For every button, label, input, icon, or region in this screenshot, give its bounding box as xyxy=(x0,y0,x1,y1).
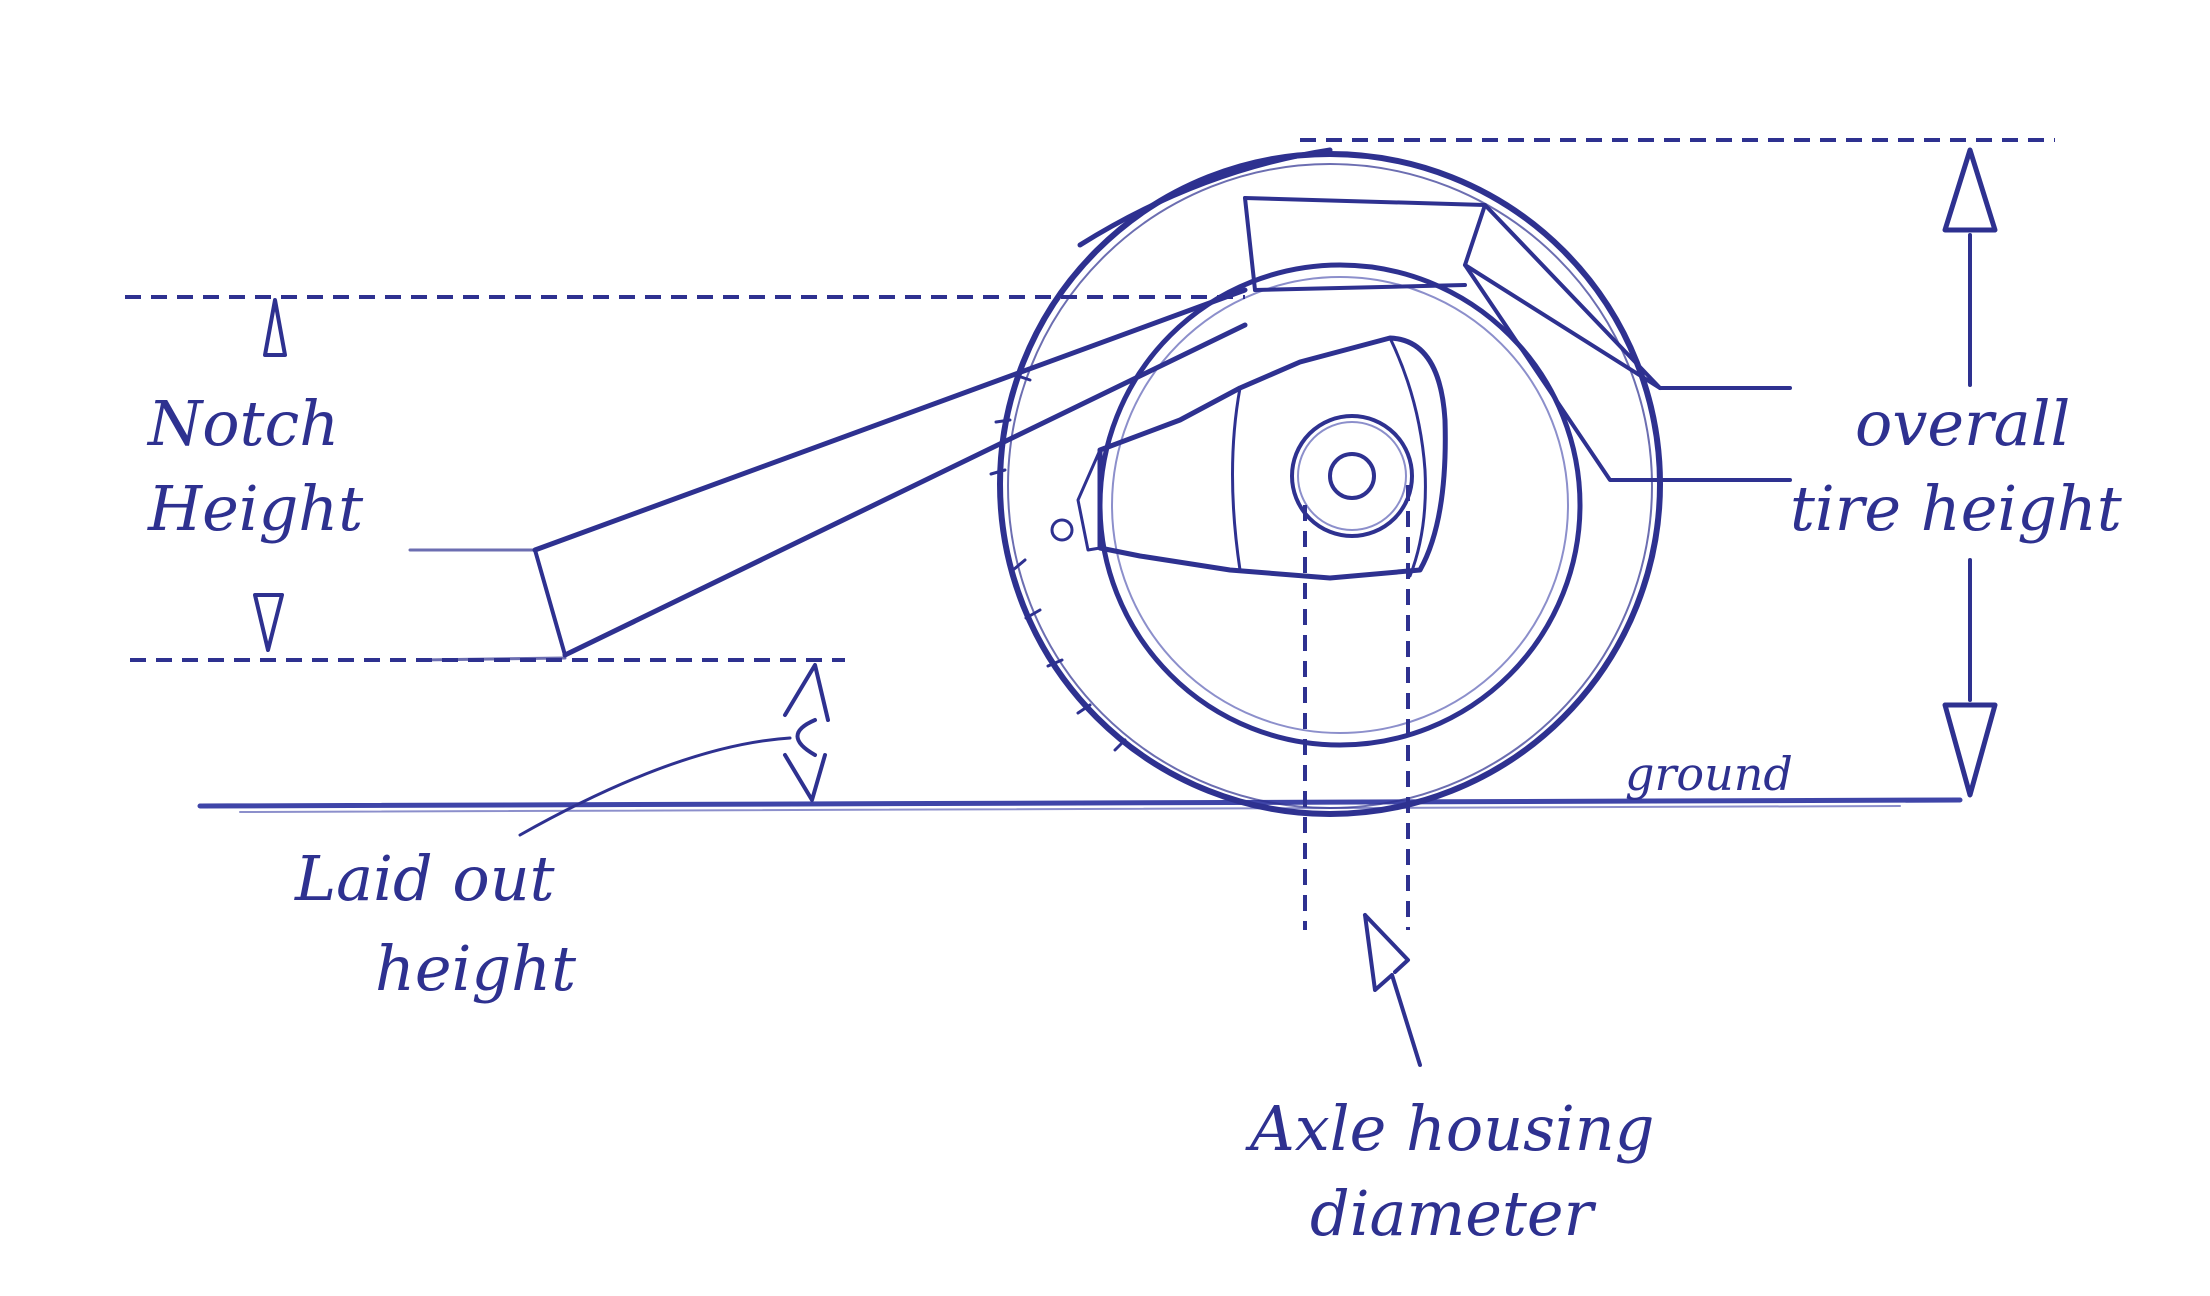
overall-height-label-line2: tire height xyxy=(1790,472,2122,545)
notch-height-label-line2: Height xyxy=(147,472,363,545)
laid-out-height-arrow xyxy=(518,663,830,837)
tire xyxy=(989,151,1663,817)
axle-diameter-label-line2: diameter xyxy=(1310,1177,1597,1250)
diagonal-arm xyxy=(408,287,1248,662)
axle-hub xyxy=(1050,335,1448,581)
ground-label: ground xyxy=(1625,747,1793,801)
notch-height-label-line1: Notch xyxy=(146,387,339,460)
overall-height-label-line1: overall xyxy=(1855,387,2070,460)
wheel-rim xyxy=(1097,262,1583,748)
laid-out-height-label-line1: Laid out xyxy=(294,842,555,915)
notch-height-arrows xyxy=(253,298,287,652)
reference-lines xyxy=(125,138,2055,930)
fender-body xyxy=(1077,147,1792,482)
axle-diameter-label-line1: Axle housing xyxy=(1245,1092,1654,1165)
axle-diameter-arrow xyxy=(1363,913,1422,1067)
ground-line xyxy=(197,797,1963,813)
laid-out-height-label-line2: height xyxy=(375,932,576,1005)
overall-height-arrow xyxy=(1942,147,1998,798)
